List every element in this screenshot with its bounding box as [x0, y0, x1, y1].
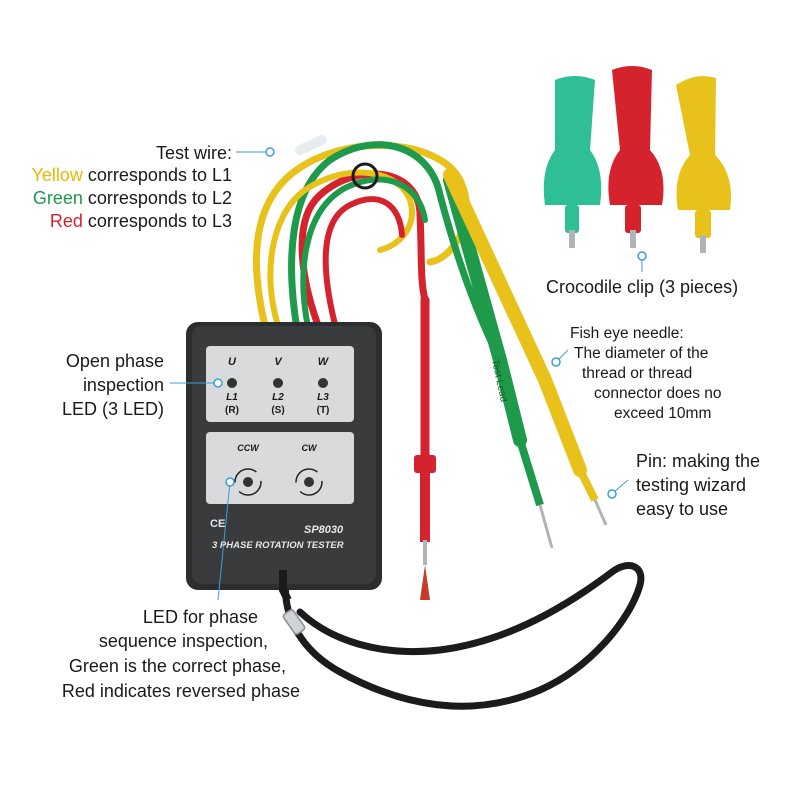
led-l3 [318, 378, 328, 388]
test-wire-yellow: Yellow corresponds to L1 [0, 164, 232, 186]
led-cw [304, 477, 314, 487]
device-label-l3: L3 [317, 392, 329, 403]
led-ccw [243, 477, 253, 487]
device-label-v: V [274, 356, 282, 368]
ce-mark: CE [210, 518, 226, 530]
pin-line1: Pin: making the [636, 451, 761, 471]
open-phase-line1: Open phase [65, 351, 164, 371]
pointer-dots [213, 147, 647, 499]
fish-eye-line5: exceed 10mm [614, 405, 712, 422]
test-wire-green: Green corresponds to L2 [0, 187, 232, 209]
device-label-cw: CW [301, 443, 317, 453]
yellow-probe [443, 168, 608, 526]
red-probe [414, 295, 436, 600]
device-model: SP8030 [304, 524, 344, 536]
yellow-rest: corresponds to L1 [82, 165, 232, 185]
led-l1 [227, 378, 237, 388]
fish-eye-line4: connector does no [594, 385, 722, 402]
fish-eye-line1: Fish eye needle: [570, 325, 684, 342]
led-phase-line1: LED for phase [142, 607, 258, 627]
led-phase-line2: sequence inspection, [98, 631, 268, 651]
open-phase-line2: inspection [82, 375, 164, 395]
device-label-u: U [228, 356, 236, 368]
device-label-t: (T) [316, 405, 330, 416]
test-wire-title: Test wire: [155, 143, 232, 163]
green-word: Green [32, 188, 83, 208]
fish-eye-line2: The diameter of the [574, 345, 709, 362]
teal-crocodile-clip [543, 76, 602, 248]
yellow-crocodile-clip [676, 76, 731, 253]
device-label-s: (S) [271, 405, 285, 416]
rotation-panel [206, 432, 354, 504]
phase-tester [186, 322, 382, 602]
pin-line3: easy to use [636, 499, 729, 519]
green-rest: corresponds to L2 [82, 188, 232, 208]
crocodile-clip-label: Crocodile clip (3 pieces) [546, 277, 739, 297]
open-phase-line3: LED (3 LED) [61, 399, 164, 419]
device-label-r: (R) [225, 405, 239, 416]
green-wire [288, 141, 504, 364]
fish-eye-line3: thread or thread [582, 365, 693, 382]
led-phase-line3: Green is the correct phase, [68, 656, 286, 676]
led-phase-line4: Red indicates reversed phase [61, 681, 300, 701]
device-label-w: W [317, 356, 329, 368]
cable-tie [351, 162, 379, 190]
red-rest: corresponds to L3 [82, 211, 232, 231]
device-label-l2: L2 [272, 392, 284, 403]
wrist-strap [281, 562, 645, 710]
yellow-word: Yellow [31, 165, 83, 185]
test-wire-red: Red corresponds to L3 [0, 210, 232, 232]
device-label-l1: L1 [226, 392, 238, 403]
device-name: 3 PHASE ROTATION TESTER [212, 540, 344, 551]
device-label-ccw: CCW [237, 443, 259, 453]
strap-clasp [282, 609, 306, 635]
red-word: Red [49, 211, 83, 231]
led-l2 [273, 378, 283, 388]
pin-line2: testing wizard [636, 475, 747, 495]
red-crocodile-clip [608, 66, 664, 248]
